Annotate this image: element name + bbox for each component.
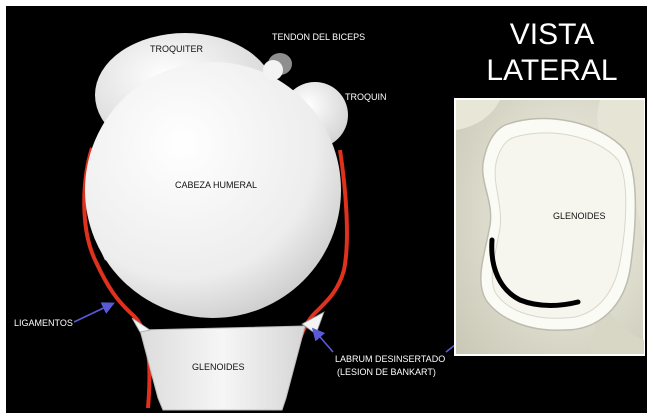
- label-cabeza-humeral: CABEZA HUMERAL: [175, 180, 257, 190]
- label-troquin: TROQUIN: [345, 92, 387, 102]
- label-ligamentos: LIGAMENTOS: [14, 318, 73, 328]
- label-labrum-line2: (LESION DE BANKART): [337, 367, 436, 377]
- humeral-head: [85, 62, 341, 318]
- label-labrum-line1: LABRUM DESINSERTADO: [335, 354, 445, 364]
- lateral-view-panel: GLENOIDES: [455, 99, 644, 355]
- label-tendon-biceps: TENDON DEL BICEPS: [272, 32, 365, 42]
- label-glenoides-front: GLENOIDES: [192, 362, 245, 372]
- label-troquiter: TROQUITER: [150, 44, 203, 54]
- title-vista: VISTA: [510, 18, 594, 51]
- label-glenoides-lateral: GLENOIDES: [553, 211, 606, 221]
- title-lateral: LATERAL: [486, 54, 617, 87]
